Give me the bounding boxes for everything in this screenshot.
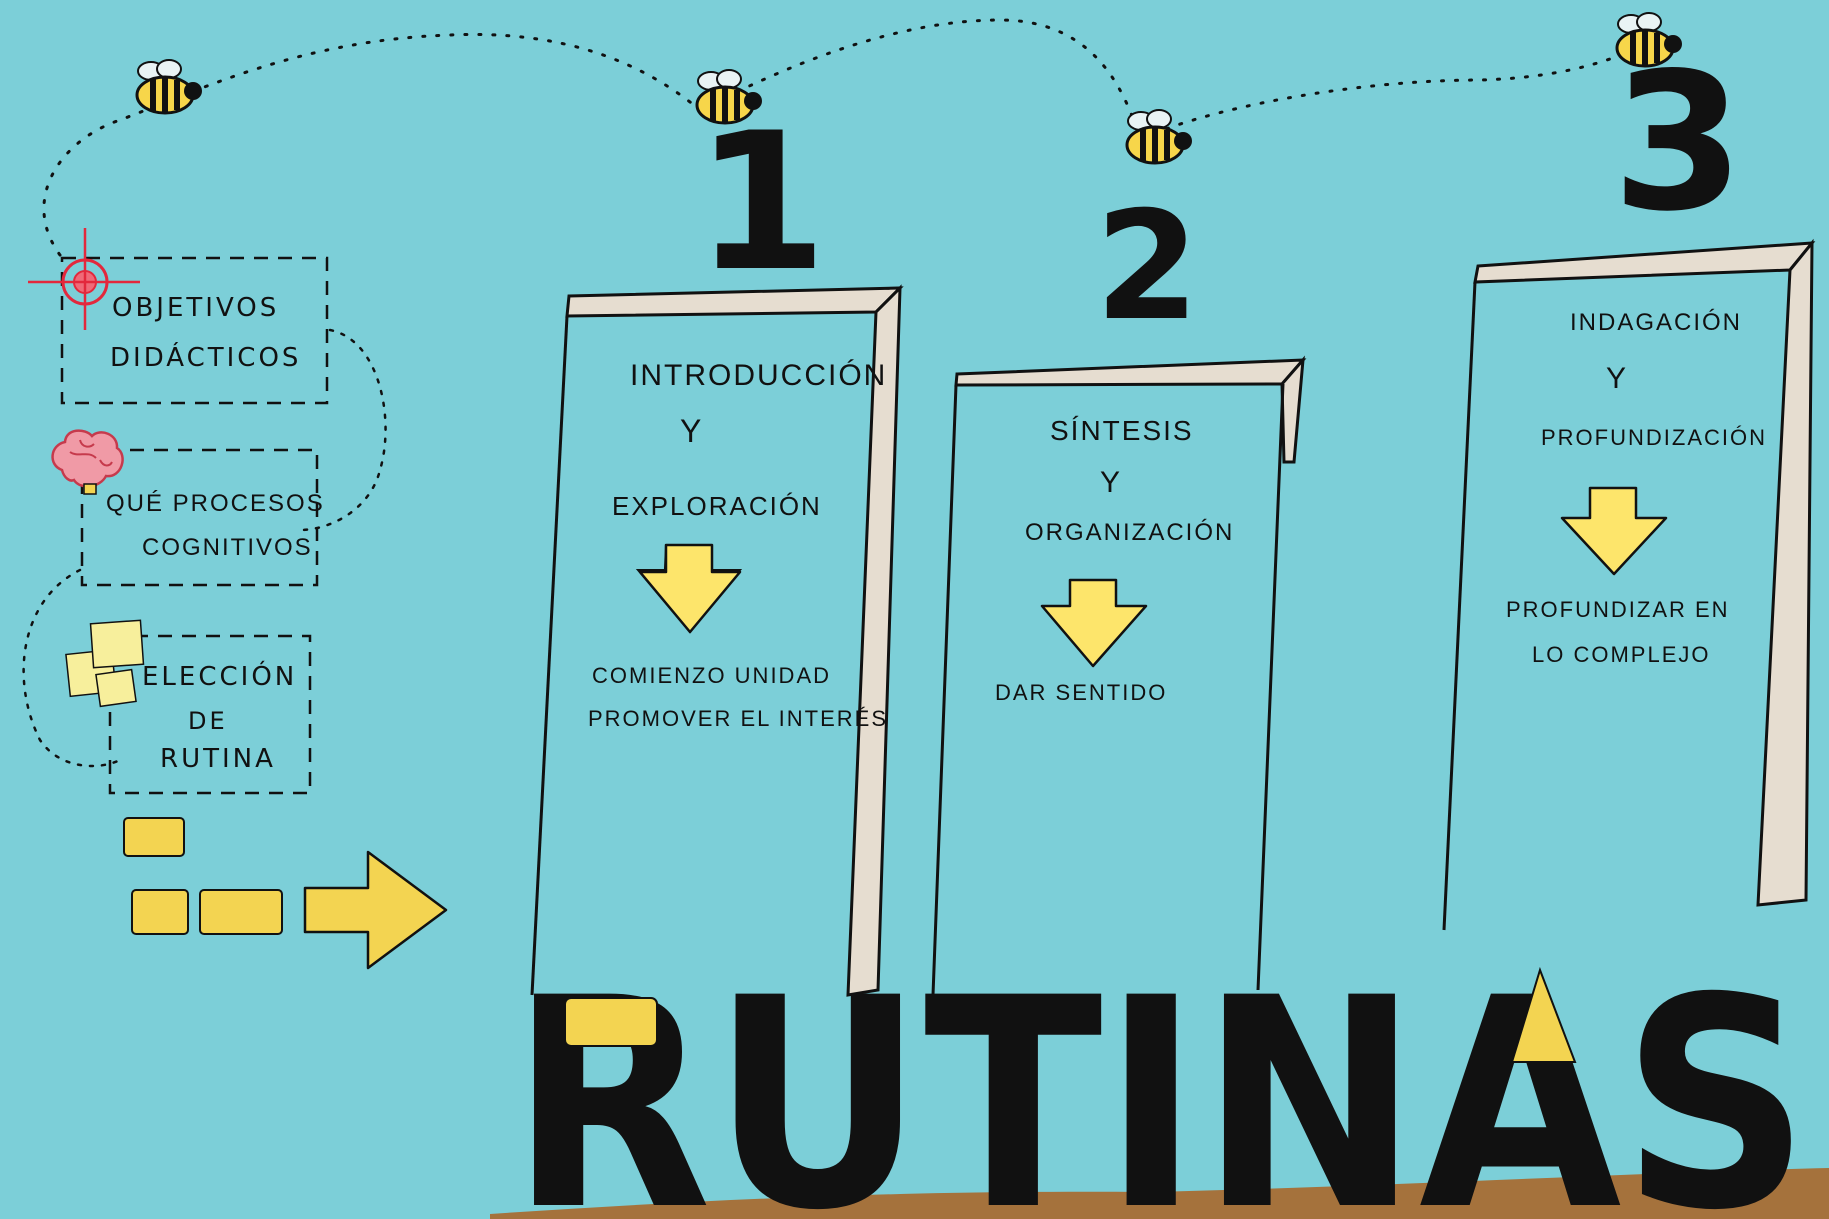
pillar-3-down-arrow-icon xyxy=(1560,486,1668,576)
routine-choice-line2: DE xyxy=(188,707,228,735)
pillar-3-conj: Y xyxy=(1606,362,1628,395)
pillar-2-down-arrow-icon xyxy=(1040,578,1148,668)
pillar-1-side xyxy=(846,284,902,997)
pillar-3-result-line2: LO COMPLEJO xyxy=(1532,642,1710,667)
processes-line1: QUÉ PROCESOS xyxy=(106,490,325,517)
title-accent-r xyxy=(564,997,658,1047)
objectives-box xyxy=(60,256,329,405)
pillar-3-subheading: PROFUNDIZACIÓN xyxy=(1541,425,1767,450)
processes-step: QUÉ PROCESOS COGNITIVOS xyxy=(51,429,325,587)
pillar-1-result-line2: PROMOVER EL INTERÉS xyxy=(588,706,888,731)
objectives-line1: OBJETIVOS xyxy=(112,293,279,323)
pillar-2-result-line1: DAR SENTIDO xyxy=(995,680,1167,705)
pillar-2-subheading: ORGANIZACIÓN xyxy=(1025,519,1234,546)
ground xyxy=(490,1168,1829,1219)
pillar-2-heading: SÍNTESIS xyxy=(1050,415,1194,446)
pillar-1-result-line1: COMIENZO UNIDAD xyxy=(592,663,831,688)
pillar-1-conj: Y xyxy=(680,413,703,449)
bee-icon xyxy=(1615,12,1682,68)
routine-choice-box xyxy=(108,634,312,795)
processes-box xyxy=(80,448,319,587)
routine-choice-line3: RUTINA xyxy=(160,744,276,774)
bee-flight-path xyxy=(42,18,1652,257)
pillar-2-number: 2 xyxy=(1095,180,1199,354)
flow-arrow xyxy=(123,817,448,970)
routine-choice-line1: ELECCIÓN xyxy=(142,660,297,692)
pillar-3-result-line1: PROFUNDIZAR EN xyxy=(1506,597,1730,622)
pillar-1: 1 INTRODUCCIÓN Y EXPLORACIÓN COMIENZO UN… xyxy=(530,92,904,997)
pillar-1-number: 1 xyxy=(695,92,827,313)
objectives-step: OBJETIVOS DIDÁCTICOS xyxy=(28,228,329,405)
pillar-1-subheading: EXPLORACIÓN xyxy=(612,491,822,521)
title-rutinas: RUTINAS xyxy=(510,937,1810,1219)
bee-icon xyxy=(1125,109,1192,165)
pillar-3-number: 3 xyxy=(1612,32,1744,253)
pillar-2: 2 SÍNTESIS Y ORGANIZACIÓN DAR SENTIDO xyxy=(931,180,1307,996)
bee-icon xyxy=(695,69,762,125)
pillar-3-side xyxy=(1756,238,1814,907)
title-text: RUTINAS xyxy=(510,937,1810,1219)
brain-icon xyxy=(51,429,124,495)
pillar-3-heading: INDAGACIÓN xyxy=(1570,309,1742,336)
routine-choice-step: ELECCIÓN DE RUTINA xyxy=(65,619,312,795)
target-icon xyxy=(28,228,140,330)
pillar-2-conj: Y xyxy=(1100,466,1122,499)
processes-line2: COGNITIVOS xyxy=(142,534,313,561)
title-accent-a xyxy=(1510,966,1577,1063)
sticky-notes-icon xyxy=(65,619,145,708)
pillar-1-heading: INTRODUCCIÓN xyxy=(630,359,887,392)
sidebar-connector-path xyxy=(22,328,387,768)
pillar-2-side xyxy=(1280,355,1305,464)
objectives-line2: DIDÁCTICOS xyxy=(110,341,301,373)
pillar-3: 3 INDAGACIÓN Y PROFUNDIZACIÓN PROFUNDIZA… xyxy=(1442,32,1816,931)
bee-icon xyxy=(135,59,202,115)
